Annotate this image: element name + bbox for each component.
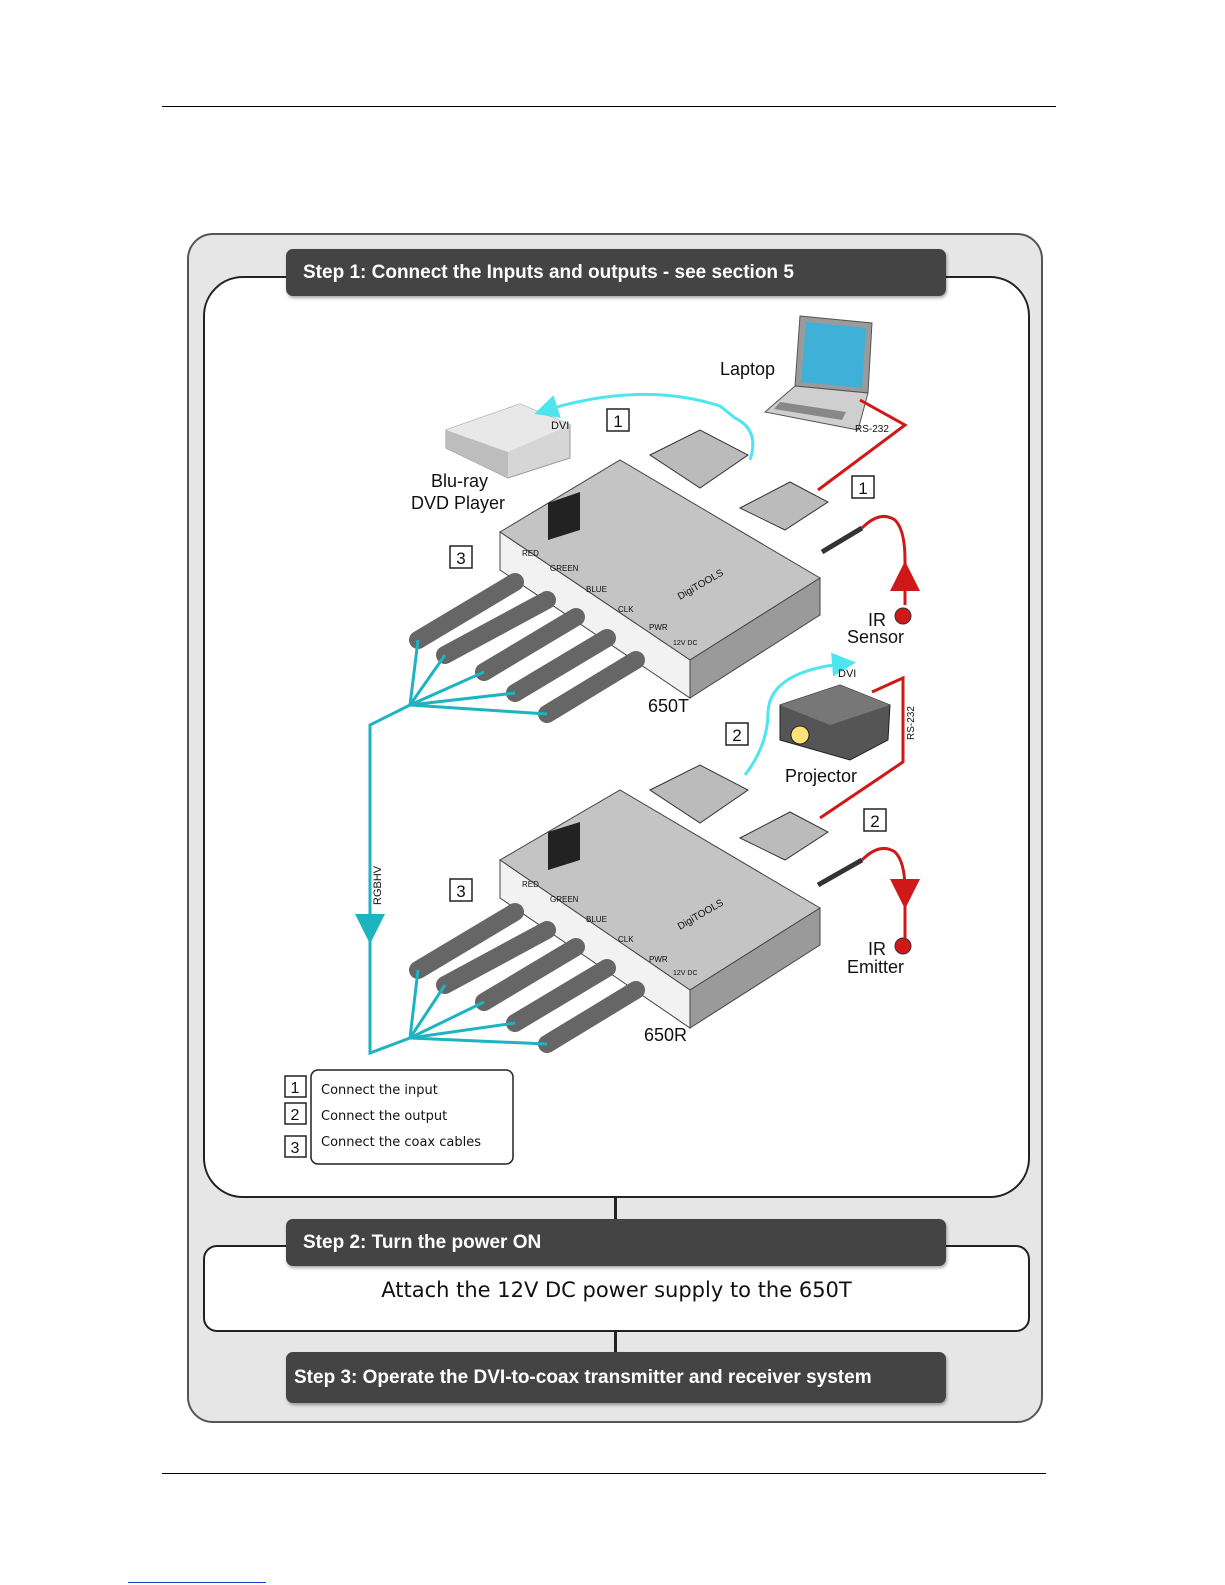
step2-banner: Step 2: Turn the power ON (286, 1219, 946, 1266)
port-label-clk: CLK (618, 935, 634, 944)
callout-3-650r: 3 (449, 878, 473, 902)
svg-text:Connect the coax cables: Connect the coax cables (321, 1135, 481, 1150)
callout-1-rs232: 1 (851, 475, 875, 499)
svg-text:3: 3 (456, 882, 465, 901)
ir-emitter-label-line1: IR (868, 939, 886, 959)
ir-sensor-cable (860, 514, 907, 605)
footer-rule (162, 1473, 1046, 1474)
ir-emitter-label-line2: Emitter (847, 957, 904, 977)
dvi-label-top: DVI (551, 420, 569, 432)
step2-title: Step 2: Turn the power ON (303, 1231, 542, 1253)
ir-sensor-label-line2: Sensor (847, 627, 904, 647)
callout-2-rs232: 2 (863, 808, 887, 832)
bluray-label-line1: Blu-ray (431, 471, 488, 491)
bluray-label-line2: DVD Player (411, 493, 505, 513)
port-label-pwr: PWR (649, 955, 668, 964)
dvi-cable-bottom (743, 652, 856, 776)
legend-item: 2 Connect the output (284, 1102, 447, 1125)
ir-plug-bottom (816, 857, 864, 888)
projector-icon (779, 684, 891, 761)
dvi-cable-top (534, 392, 755, 461)
step2-instruction: Attach the 12V DC power supply to the 65… (381, 1278, 852, 1302)
svg-text:1: 1 (291, 1080, 300, 1097)
projector-label: Projector (785, 766, 857, 786)
dvi-connector-bottom (649, 764, 749, 824)
footer-link-underline[interactable] (128, 1582, 266, 1583)
legend-item: 3 Connect the coax cables (284, 1135, 481, 1158)
port-label-clk: CLK (618, 605, 634, 614)
step1-banner: Step 1: Connect the Inputs and outputs -… (286, 249, 946, 296)
ir-plug-top (820, 525, 864, 555)
port-label-blue: BLUE (586, 585, 607, 594)
port-label-red: RED (522, 880, 539, 889)
rs232-cable-top (817, 398, 908, 492)
svg-text:1: 1 (613, 412, 622, 431)
port-label-blue: BLUE (586, 915, 607, 924)
svg-text:Connect the output: Connect the output (321, 1109, 447, 1124)
svg-text:Connect the input: Connect the input (321, 1083, 438, 1098)
bnc-plugs-650r (409, 903, 645, 1053)
port-label-red: RED (522, 549, 539, 558)
step-connector (614, 1196, 617, 1221)
serial-connector-bottom (738, 811, 829, 861)
ir-emitter-icon (894, 937, 912, 955)
coax-fan-650r (408, 969, 548, 1046)
receiver-label: 650R (644, 1025, 687, 1045)
step-connector (614, 1330, 617, 1354)
ir-sensor-label-line1: IR (868, 610, 886, 630)
callout-1-input: 1 (606, 408, 630, 432)
port-label-pwr: PWR (649, 623, 668, 632)
step3-title: Step 3: Operate the DVI-to-coax transmit… (294, 1366, 872, 1388)
port-label-12vdc: 12V DC (673, 640, 698, 647)
coax-fan-650t (408, 639, 548, 716)
legend-item: 1 Connect the input (284, 1075, 438, 1098)
svg-text:3: 3 (456, 549, 465, 568)
callout-2-output: 2 (725, 722, 749, 746)
rs232-label-bottom: RS-232 (906, 706, 917, 740)
rs232-cable-bottom (819, 675, 905, 820)
rs232-label-top: RS-232 (855, 424, 889, 435)
rgbhv-cable (355, 703, 411, 944)
header-rule (162, 106, 1056, 107)
svg-text:1: 1 (858, 479, 867, 498)
laptop-label: Laptop (720, 359, 775, 379)
serial-connector-top (738, 481, 829, 531)
svg-text:2: 2 (870, 812, 879, 831)
legend: 1 Connect the input 2 Connect the output… (284, 1069, 514, 1165)
step1-title: Step 1: Connect the Inputs and outputs -… (303, 261, 794, 283)
svg-text:2: 2 (732, 726, 741, 745)
port-label-green: GREEN (550, 895, 579, 904)
bluray-player-icon (445, 403, 571, 479)
port-label-green: GREEN (550, 564, 579, 573)
dvi-label-bottom: DVI (838, 668, 856, 680)
ir-sensor-icon (894, 607, 912, 625)
svg-text:3: 3 (291, 1140, 300, 1157)
callout-3-650t: 3 (449, 545, 473, 569)
svg-text:2: 2 (291, 1107, 300, 1124)
laptop-icon (763, 315, 873, 431)
transmitter-label: 650T (648, 696, 689, 716)
rgbhv-cable-lower (368, 935, 411, 1056)
bnc-plugs-650t (409, 573, 645, 723)
ir-emitter-cable (860, 846, 920, 909)
step3-banner: Step 3: Operate the DVI-to-coax transmit… (286, 1352, 946, 1403)
rgbhv-label: RGBHV (372, 865, 384, 905)
port-label-12vdc: 12V DC (673, 970, 698, 977)
dvi-connector-top (649, 429, 749, 489)
